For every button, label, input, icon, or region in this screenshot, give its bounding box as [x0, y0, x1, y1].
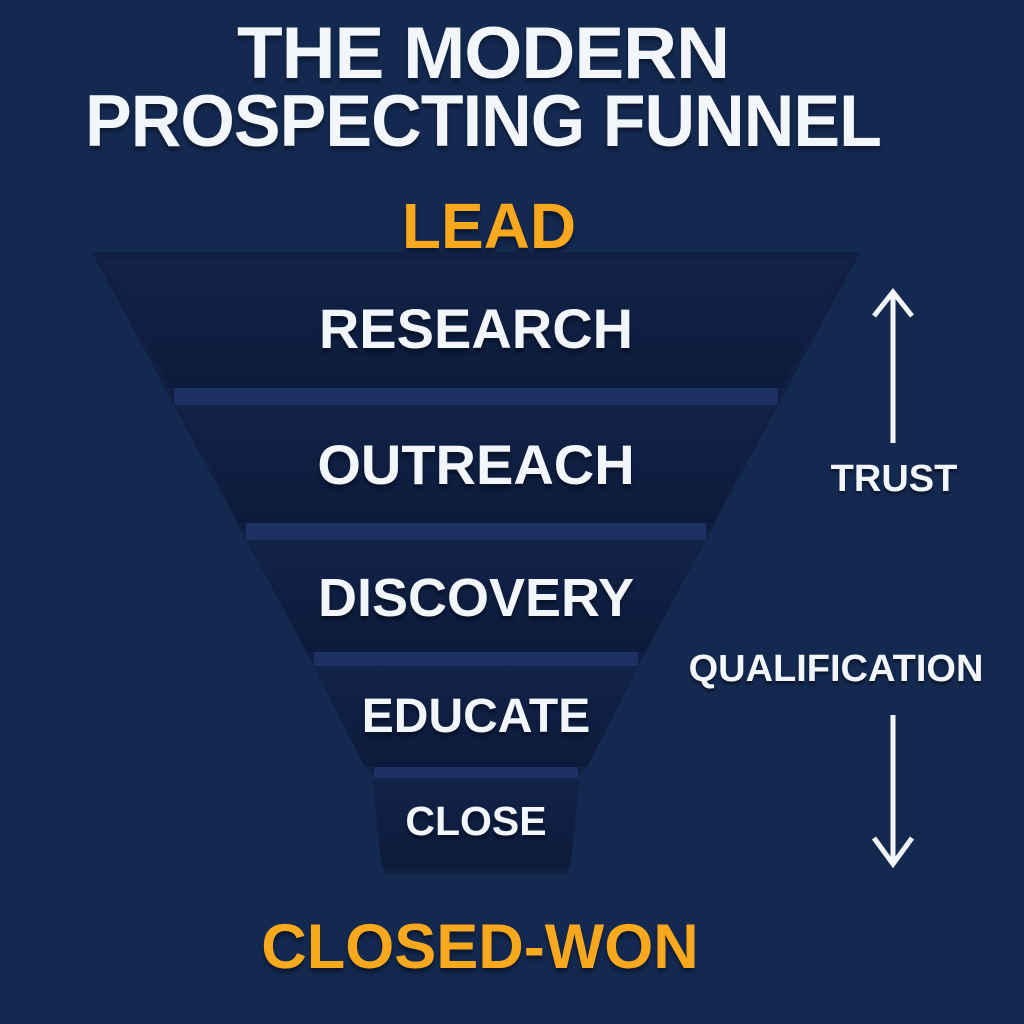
funnel-stage-educate-shape — [313, 666, 639, 767]
funnel-stage-close: CLOSE — [372, 778, 580, 868]
funnel-stage-discovery-shape — [248, 540, 704, 652]
gap-band-4 — [374, 767, 578, 778]
arrow-down-icon — [871, 715, 915, 869]
funnel-stage-educate-label: EDUCATE — [362, 690, 590, 743]
funnel-stage-outreach: OUTREACH — [179, 405, 773, 523]
funnel-stage-research-label: RESEARCH — [319, 297, 633, 360]
funnel-stage-close-shape — [372, 778, 580, 868]
funnel-stage-research-shape — [105, 260, 847, 388]
gap-band-2 — [246, 523, 706, 540]
funnel-stage-close-label: CLOSE — [405, 798, 546, 844]
funnel-stage-outreach-shape — [179, 405, 773, 523]
funnel-stage-educate: EDUCATE — [313, 666, 639, 767]
title-line-1: THE MODERN — [237, 13, 729, 94]
funnel-stage-outreach-label: OUTREACH — [317, 433, 634, 496]
arrow-up-icon — [872, 287, 914, 443]
closed-won-label: CLOSED-WON — [261, 912, 698, 982]
funnel-stage-research: RESEARCH — [105, 260, 847, 388]
trust-annotation: TRUST — [831, 287, 958, 500]
funnel-stage-discovery-label: DISCOVERY — [318, 568, 634, 628]
page-title: THE MODERN PROSPECTING FUNNEL — [85, 13, 882, 162]
funnel-gap-bands — [174, 388, 778, 778]
title-line-2: PROSPECTING FUNNEL — [85, 81, 881, 162]
funnel-stage-discovery: DISCOVERY — [248, 540, 704, 652]
gap-band-1 — [174, 388, 778, 405]
lead-label: LEAD — [402, 190, 576, 262]
gap-band-3 — [314, 652, 638, 666]
qualification-label: QUALIFICATION — [689, 648, 984, 690]
funnel-stages: RESEARCH OUTREACH DISCOVERY EDUCATE CLOS… — [105, 260, 847, 868]
trust-label: TRUST — [831, 458, 958, 500]
qualification-annotation: QUALIFICATION — [689, 648, 984, 869]
